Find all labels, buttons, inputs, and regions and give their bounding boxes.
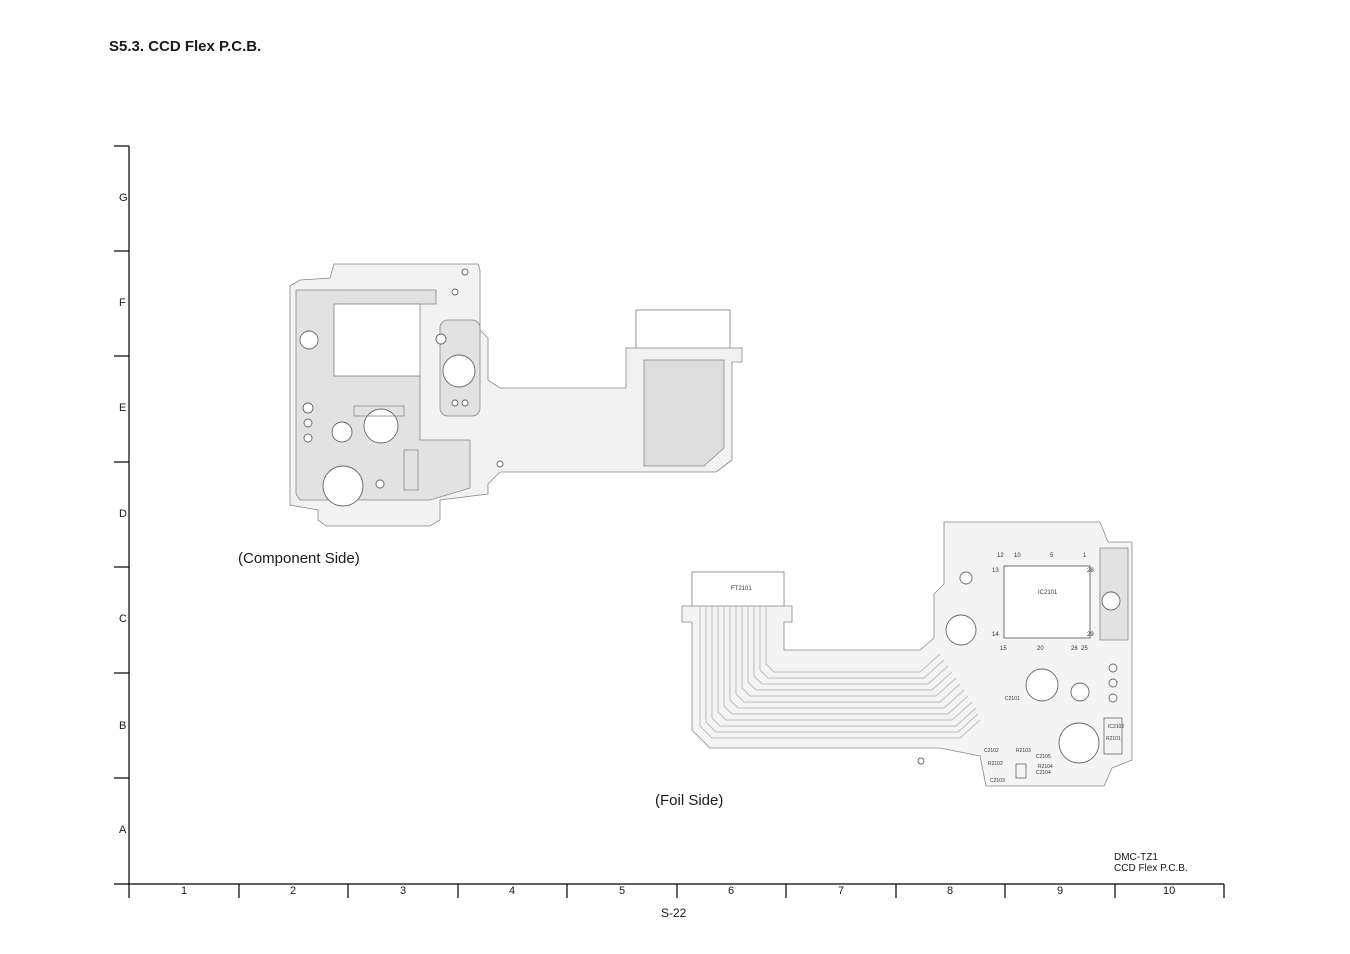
page-title: S5.3. CCD Flex P.C.B.: [109, 38, 262, 55]
row-label-b: B: [119, 720, 127, 732]
col-label-8: 8: [947, 885, 954, 897]
part-r2104: R2104: [1038, 764, 1053, 770]
part-c2102: C2102: [984, 748, 999, 754]
model-name: DMC-TZ1: [1114, 852, 1158, 863]
part-ic2102: IC2102: [1108, 724, 1124, 730]
part-c2104: C2104: [1036, 770, 1051, 776]
col-label-4: 4: [509, 885, 516, 897]
pin-label-25: 25: [1081, 646, 1088, 652]
col-label-5: 5: [619, 885, 626, 897]
pin-label-14: 14: [992, 632, 999, 638]
pin-label-13: 13: [992, 568, 999, 574]
row-label-e: E: [119, 402, 127, 414]
pin-label-28: 28: [1087, 568, 1094, 574]
part-r2102: R2102: [988, 761, 1003, 767]
pin-label-29: 29: [1087, 632, 1094, 638]
col-label-7: 7: [838, 885, 845, 897]
pin-label-26: 26: [1071, 646, 1078, 652]
part-c2103: C2103: [990, 778, 1005, 784]
row-label-a: A: [119, 824, 127, 836]
row-label-g: G: [119, 192, 128, 204]
row-label-d: D: [119, 508, 127, 520]
part-r2101: R2101: [1106, 736, 1121, 742]
col-label-1: 1: [181, 885, 188, 897]
pin-label-15: 15: [1000, 646, 1007, 652]
col-label-9: 9: [1057, 885, 1064, 897]
col-label-2: 2: [290, 885, 297, 897]
pin-label-12: 12: [997, 553, 1004, 559]
pin-label-5: 5: [1050, 553, 1054, 559]
col-label-6: 6: [728, 885, 735, 897]
connector-label: FT2101: [731, 586, 752, 592]
component-side-caption: (Component Side): [238, 550, 360, 567]
board-name: CCD Flex P.C.B.: [1114, 863, 1188, 874]
model-info: DMC-TZ1 CCD Flex P.C.B.: [1114, 852, 1188, 874]
row-label-f: F: [119, 297, 126, 309]
ic-label: IC2101: [1038, 590, 1058, 596]
col-label-10: 10: [1163, 885, 1176, 897]
page-number: S-22: [661, 906, 687, 920]
foil-side-caption: (Foil Side): [655, 792, 724, 809]
part-c2101: C2101: [1005, 696, 1020, 702]
pin-label-20: 20: [1037, 646, 1044, 652]
row-label-c: C: [119, 613, 127, 625]
part-r2103: R2103: [1016, 748, 1031, 754]
pin-label-10: 10: [1014, 553, 1021, 559]
part-c2105: C2105: [1036, 754, 1051, 760]
col-label-3: 3: [400, 885, 407, 897]
pin-label-1: 1: [1083, 553, 1087, 559]
